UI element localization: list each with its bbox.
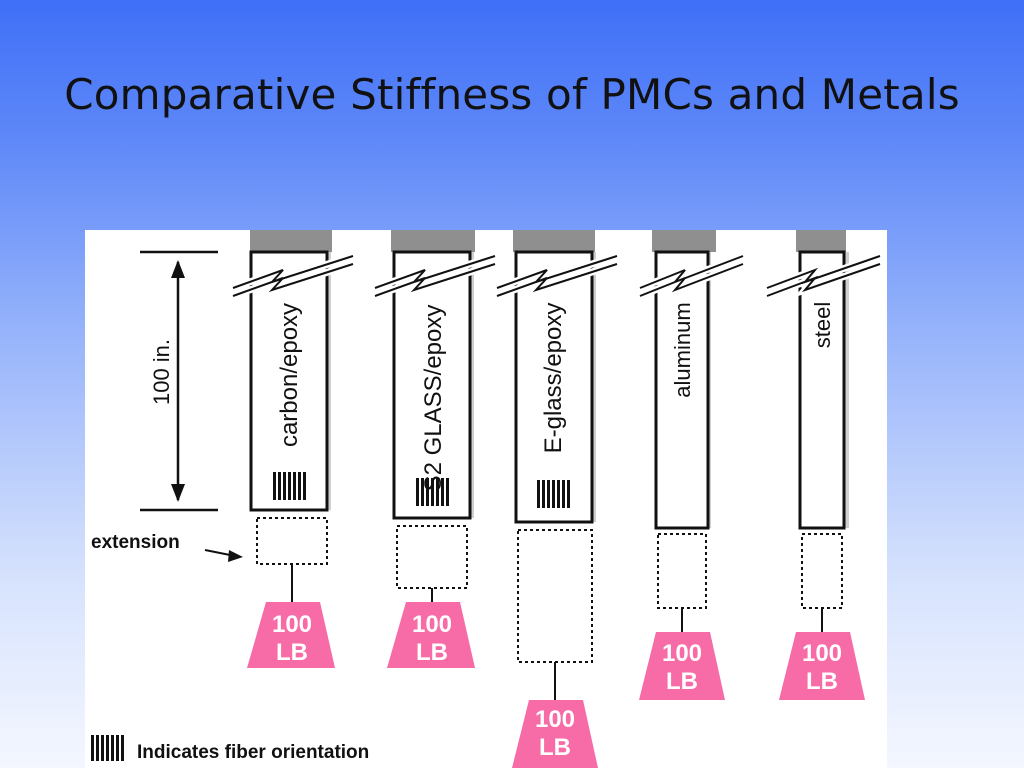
weight [639, 632, 725, 700]
specimen-label: S2 GLASS/epoxy [420, 305, 447, 492]
weight-value: 100 [662, 640, 702, 667]
extension-arrow [204, 549, 243, 562]
bar [798, 250, 846, 530]
weight-unit: LB [806, 668, 838, 695]
extension-box [396, 525, 468, 589]
fiber-orientation-icon [537, 480, 570, 508]
clamp [250, 230, 332, 252]
legend-text: Indicates fiber orientation [137, 742, 369, 763]
extension-label: extension [91, 532, 180, 553]
extension-box [256, 517, 328, 565]
weight-value: 100 [272, 611, 312, 638]
fiber-orientation-legend: Indicates fiber orientation [91, 735, 369, 763]
dimension-label: 100 in. [149, 339, 174, 405]
clamp [796, 230, 846, 252]
weight-value: 100 [535, 706, 575, 733]
specimen-steel: steel 100 LB [765, 230, 882, 700]
weight-value: 100 [802, 640, 842, 667]
weight-unit: LB [666, 668, 698, 695]
clamp [391, 230, 475, 252]
fiber-orientation-icon [273, 472, 306, 500]
bar [392, 250, 472, 520]
weight [779, 632, 865, 700]
specimen-label: E-glass/epoxy [540, 303, 567, 454]
specimen-s2-glass-epoxy: S2 GLASS/epoxy 100 LB [373, 230, 497, 668]
fiber-orientation-icon [91, 735, 124, 761]
specimen-label: steel [810, 302, 835, 348]
extension-box [801, 533, 843, 609]
weight-unit: LB [416, 639, 448, 666]
slide-title: Comparative Stiffness of PMCs and Metals [64, 70, 960, 119]
stiffness-diagram: 100 in. extension carbon/epoxy 100 LB S [85, 230, 887, 768]
specimen-label: aluminum [670, 302, 695, 397]
diagram-svg: 100 in. extension carbon/epoxy 100 LB S [91, 230, 882, 768]
fiber-orientation-icon [416, 478, 449, 506]
clamp [513, 230, 595, 252]
bar [654, 250, 710, 530]
weight [247, 602, 335, 668]
specimen-e-glass-epoxy: E-glass/epoxy 100 LB [495, 230, 619, 768]
specimen-carbon-epoxy: carbon/epoxy 100 LB [231, 230, 355, 668]
weight [512, 700, 598, 768]
weight [387, 602, 475, 668]
extension-box [657, 533, 707, 609]
weight-unit: LB [276, 639, 308, 666]
extension-box [517, 529, 593, 663]
bar [514, 250, 594, 524]
weight-value: 100 [412, 611, 452, 638]
specimen-label: carbon/epoxy [276, 303, 303, 447]
clamp [652, 230, 716, 252]
specimen-aluminum: aluminum 100 LB [638, 230, 745, 700]
dimension-marker: 100 in. [140, 250, 218, 512]
weight-unit: LB [539, 734, 571, 761]
bar [249, 250, 329, 512]
